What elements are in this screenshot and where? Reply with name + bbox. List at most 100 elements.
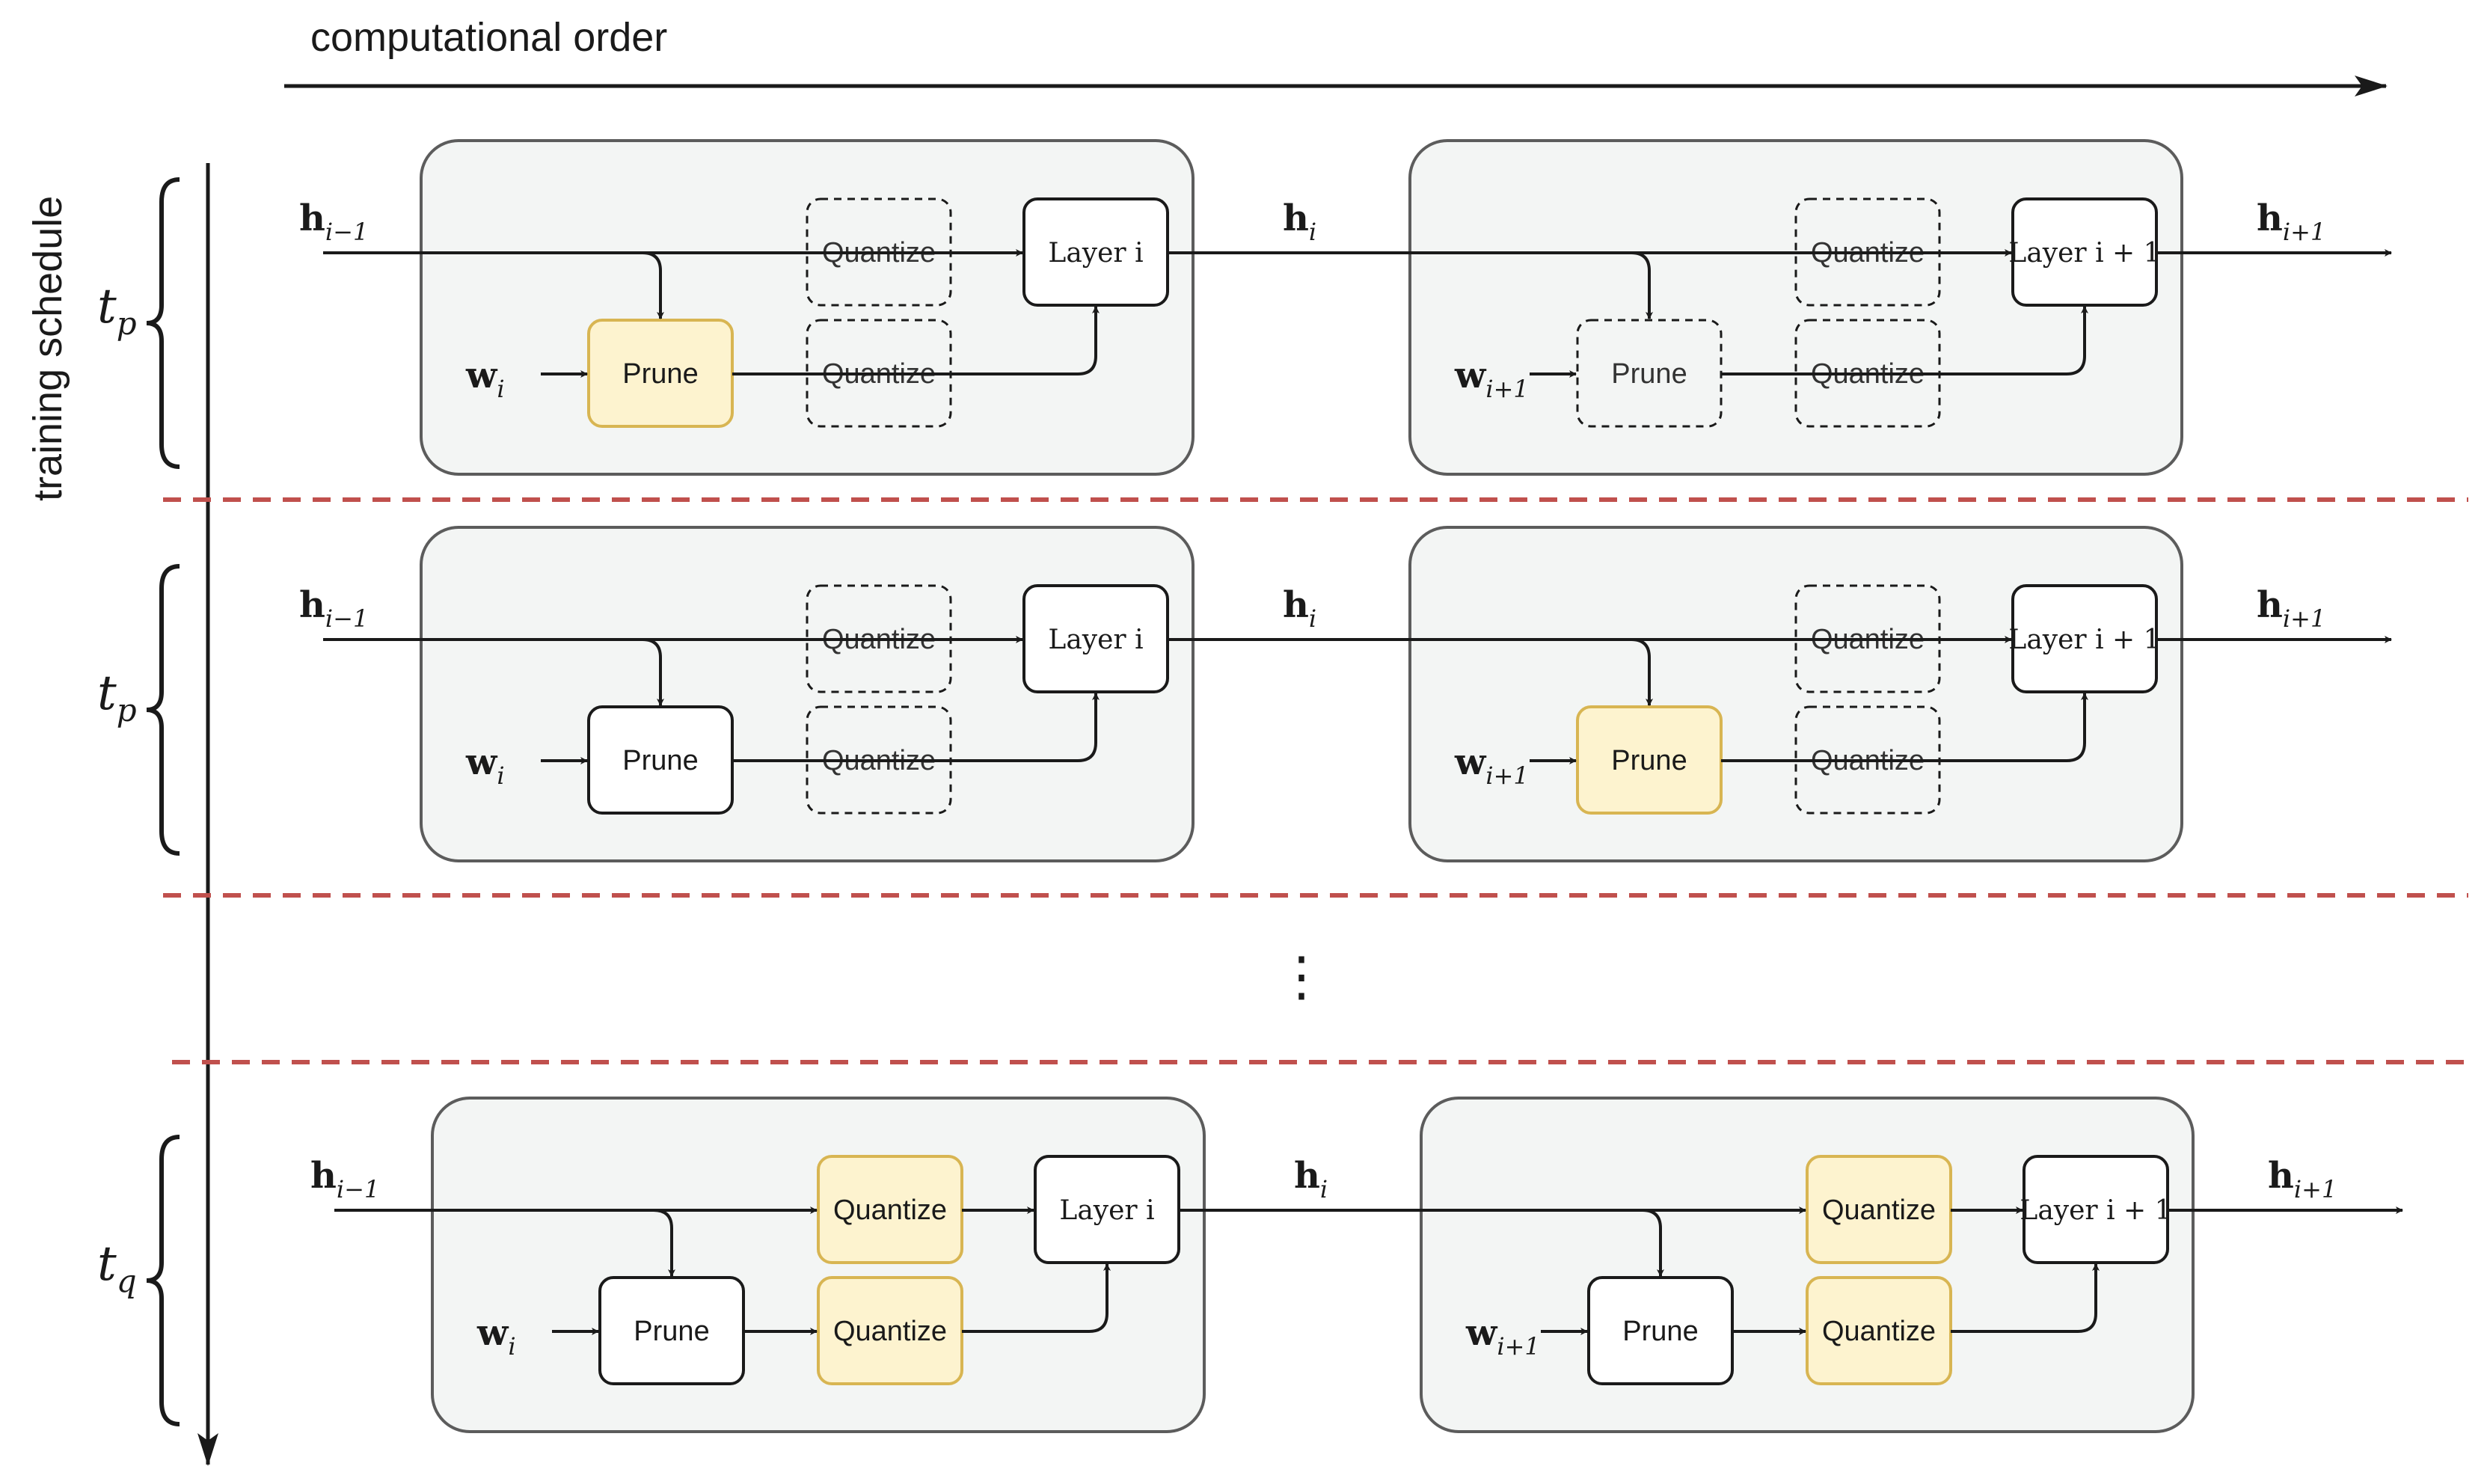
output-activation-label: hi+1	[2257, 197, 2325, 246]
prune-box-label: Prune	[1611, 745, 1687, 776]
pruned-weight-arrow	[732, 306, 1100, 375]
math-base: w	[1465, 1312, 1498, 1354]
quantize-weight-box-label: Quantize	[833, 1316, 947, 1347]
pruned-weight-arrow	[1721, 693, 2088, 762]
layer-box-label: Layer i	[1048, 238, 1143, 269]
math-subscript: i+1	[2283, 218, 2325, 246]
math-base: h	[2257, 584, 2283, 626]
weight-label: wi+1	[1465, 1312, 1540, 1361]
layer-box-label: Layer i + 1	[2008, 625, 2160, 655]
layer-panel	[431, 1097, 1206, 1433]
math-subscript: i	[497, 375, 504, 403]
weight-label: wi	[476, 1312, 516, 1361]
math-subscript: i+1	[1497, 1332, 1539, 1361]
math-base: h	[310, 1155, 337, 1197]
time-label: tq	[97, 1236, 137, 1299]
prune-box-label: Prune	[1611, 358, 1687, 390]
quantized-weight-arrow	[962, 1263, 1111, 1333]
layer-panel	[1420, 1097, 2195, 1433]
math-base: h	[2268, 1155, 2294, 1197]
weight-label: wi+1	[1454, 741, 1529, 790]
math-base: w	[465, 741, 498, 783]
activation-to-prune-arrow	[1642, 1209, 1664, 1277]
math-base: w	[476, 1312, 509, 1354]
input-activation-label: hi−1	[310, 1155, 379, 1204]
activation-to-prune-arrow	[1631, 638, 1653, 706]
weight-label: wi	[465, 355, 505, 403]
brace	[146, 1135, 180, 1426]
training-schedule-label: training schedule	[25, 196, 70, 501]
math-subscript: i+1	[2283, 604, 2325, 633]
math-subscript: i	[1309, 218, 1316, 246]
computational-order-label: computational order	[310, 15, 667, 60]
math-base: h	[1283, 584, 1309, 626]
input-activation-label: hi−1	[299, 584, 368, 633]
math-base: h	[299, 584, 325, 626]
output-activation-label: hi+1	[2268, 1155, 2337, 1204]
math-subscript: i+1	[1485, 761, 1528, 790]
math-subscript: i+1	[1485, 375, 1528, 403]
pruned-weight-arrow	[732, 693, 1100, 762]
activation-to-prune-arrow	[1631, 251, 1653, 319]
math-subscript: i−1	[337, 1175, 379, 1204]
time-label: tp	[97, 279, 137, 342]
quantized-weight-arrow	[1951, 1263, 2100, 1333]
time-subscript: p	[117, 305, 137, 342]
time-label: tp	[97, 666, 137, 729]
quantize-activation-box-label: Quantize	[1822, 1195, 1936, 1226]
layer-box-label: Layer i	[1048, 625, 1143, 655]
prune-box-label: Prune	[622, 745, 698, 776]
output-activation-label: hi	[1283, 197, 1316, 246]
math-subscript: i	[508, 1332, 515, 1361]
layer-box-label: Layer i + 1	[2008, 238, 2160, 269]
weight-label: wi	[465, 741, 505, 790]
math-base: h	[1283, 197, 1309, 239]
layer-box-label: Layer i + 1	[2020, 1195, 2171, 1226]
layer-panel	[1408, 139, 2183, 476]
input-activation-label: hi−1	[299, 197, 368, 246]
math-base: h	[299, 197, 325, 239]
activation-to-prune-arrow	[653, 1209, 675, 1277]
quantize-weight-box-label: Quantize	[1822, 1316, 1936, 1347]
brace	[146, 177, 180, 469]
output-activation-label: hi	[1294, 1155, 1328, 1204]
layer-box-label: Layer i	[1059, 1195, 1154, 1226]
prune-box-label: Prune	[622, 358, 698, 390]
math-base: w	[1454, 355, 1487, 396]
activation-to-prune-arrow	[642, 638, 664, 706]
math-subscript: i−1	[325, 218, 368, 246]
math-subscript: i	[1309, 604, 1316, 633]
pruned-weight-arrow	[1721, 306, 2088, 375]
time-base: t	[97, 1236, 117, 1292]
quantize-activation-box-label: Quantize	[833, 1195, 947, 1226]
time-base: t	[97, 279, 117, 334]
math-subscript: i−1	[325, 604, 368, 633]
weight-label: wi+1	[1454, 355, 1529, 403]
time-subscript: p	[117, 692, 137, 729]
layer-panel	[420, 526, 1195, 862]
output-activation-label: hi+1	[2257, 584, 2325, 633]
math-base: h	[1294, 1155, 1320, 1197]
output-activation-label: hi	[1283, 584, 1316, 633]
math-base: w	[465, 355, 498, 396]
prune-box-label: Prune	[1622, 1316, 1698, 1347]
math-subscript: i	[1320, 1175, 1328, 1204]
layer-panel	[1408, 526, 2183, 862]
math-base: h	[2257, 197, 2283, 239]
time-base: t	[97, 666, 117, 721]
layer-panel	[420, 139, 1195, 476]
math-subscript: i+1	[2294, 1175, 2337, 1204]
math-subscript: i	[497, 761, 504, 790]
prune-box-label: Prune	[634, 1316, 709, 1347]
brace	[146, 564, 180, 856]
